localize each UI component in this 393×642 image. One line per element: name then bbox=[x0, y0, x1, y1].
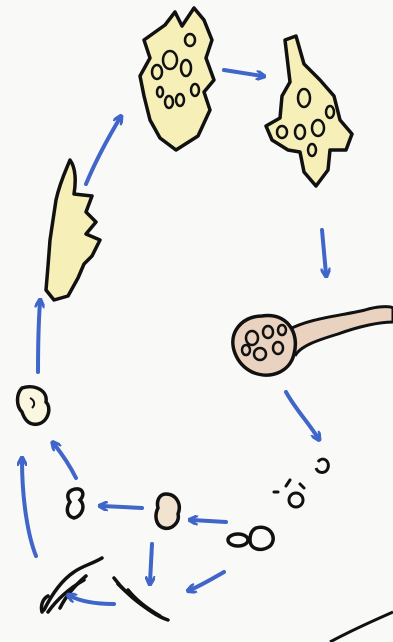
single-cell-left bbox=[18, 387, 49, 425]
arrow-cellpair-to-strands bbox=[190, 572, 224, 590]
arrow-cellpair-to-mid bbox=[192, 520, 226, 522]
arrow-strands-to-cell bbox=[22, 460, 36, 556]
arrow-cell-to-flat bbox=[38, 302, 40, 372]
small-cell-left bbox=[67, 489, 83, 518]
arrow-strands-loop bbox=[70, 596, 114, 604]
arrow-right-to-fruiting bbox=[322, 230, 326, 274]
small-cell-mid bbox=[156, 494, 179, 528]
arrow-top-to-right bbox=[224, 70, 262, 76]
amoeba-aggregate-right bbox=[266, 36, 352, 186]
amoeba-flat-left bbox=[46, 160, 100, 300]
arrow-left-up bbox=[54, 444, 76, 478]
cell-pair bbox=[228, 527, 273, 549]
amoeba-cluster-top bbox=[140, 8, 214, 150]
arrow-mid-to-left bbox=[102, 506, 142, 508]
arrow-mid-down bbox=[150, 544, 152, 582]
corner-curve bbox=[330, 612, 393, 642]
arrow-flat-to-top bbox=[86, 118, 120, 184]
fruiting-body bbox=[233, 307, 393, 375]
arrow-fruiting-to-spores bbox=[286, 392, 318, 438]
spores bbox=[274, 459, 328, 507]
